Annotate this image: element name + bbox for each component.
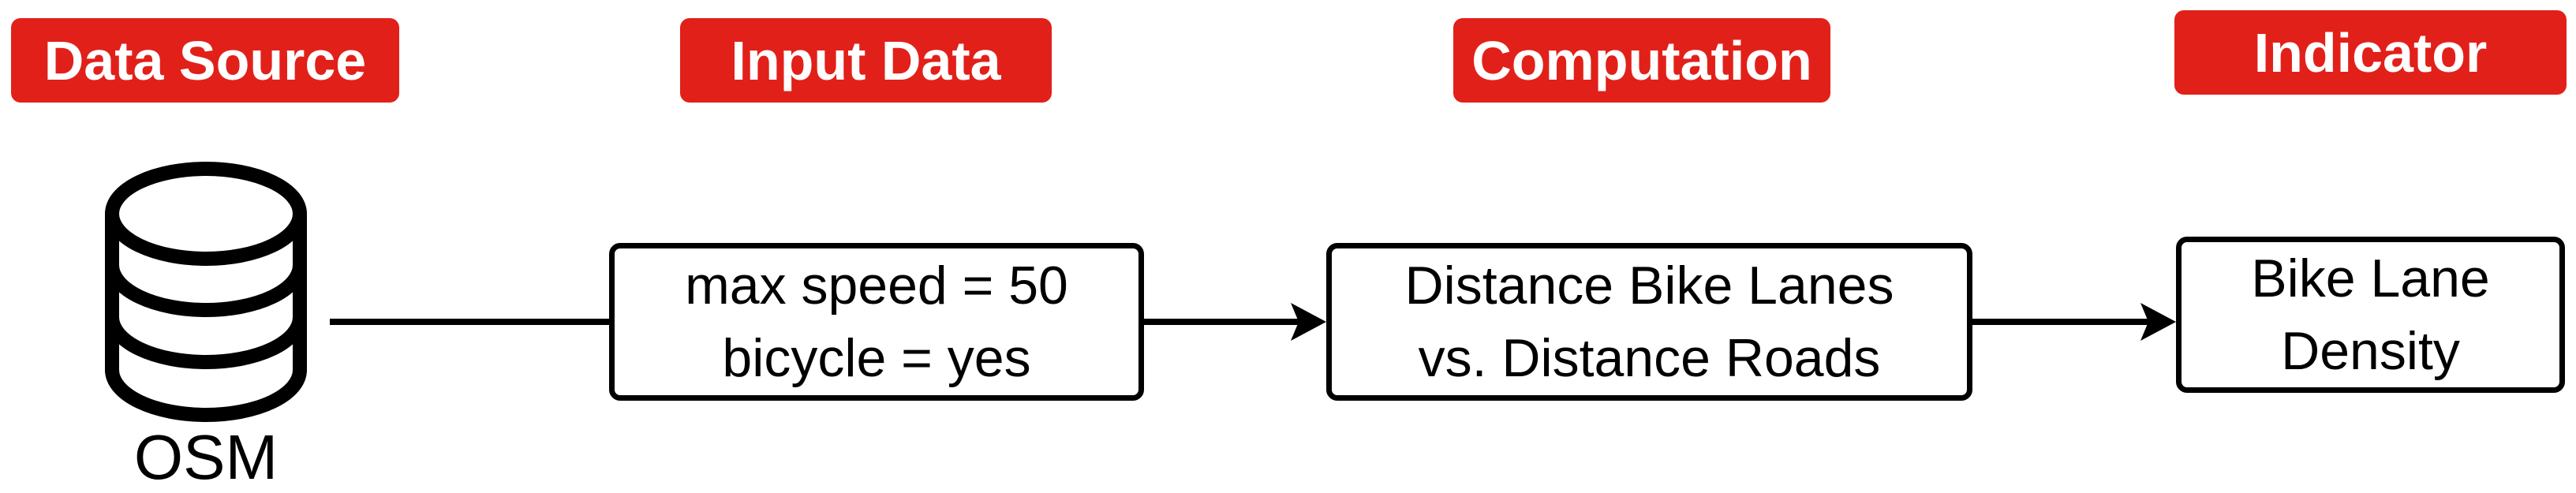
input-data-box: max speed = 50 bicycle = yes [609, 243, 1144, 401]
input-data-line-1: max speed = 50 [685, 256, 1068, 316]
indicator-line-1: Bike Lane [2251, 248, 2490, 308]
stage-label-data-source-text: Data Source [43, 29, 367, 92]
stage-label-indicator-text: Indicator [2253, 21, 2488, 84]
input-data-line-2: bicycle = yes [722, 328, 1031, 388]
stage-label-indicator: Indicator [2174, 10, 2567, 95]
stage-label-input-data-text: Input Data [731, 29, 1001, 92]
connector-osm-to-input [330, 319, 609, 325]
computation-box: Distance Bike Lanes vs. Distance Roads [1326, 243, 1972, 401]
stage-label-computation-text: Computation [1471, 29, 1812, 92]
computation-line-1: Distance Bike Lanes [1404, 256, 1894, 316]
arrow-input-to-computation [1144, 303, 1326, 341]
indicator-box: Bike Lane Density [2176, 237, 2565, 393]
database-cylinder-icon [105, 162, 307, 422]
stage-label-input-data: Input Data [680, 18, 1052, 103]
computation-line-2: vs. Distance Roads [1418, 328, 1881, 388]
stage-label-data-source: Data Source [11, 18, 399, 103]
indicator-line-2: Density [2281, 321, 2460, 381]
arrow-computation-to-indicator [1972, 303, 2176, 341]
data-source-name: OSM [133, 422, 279, 492]
stage-label-computation: Computation [1453, 18, 1830, 103]
